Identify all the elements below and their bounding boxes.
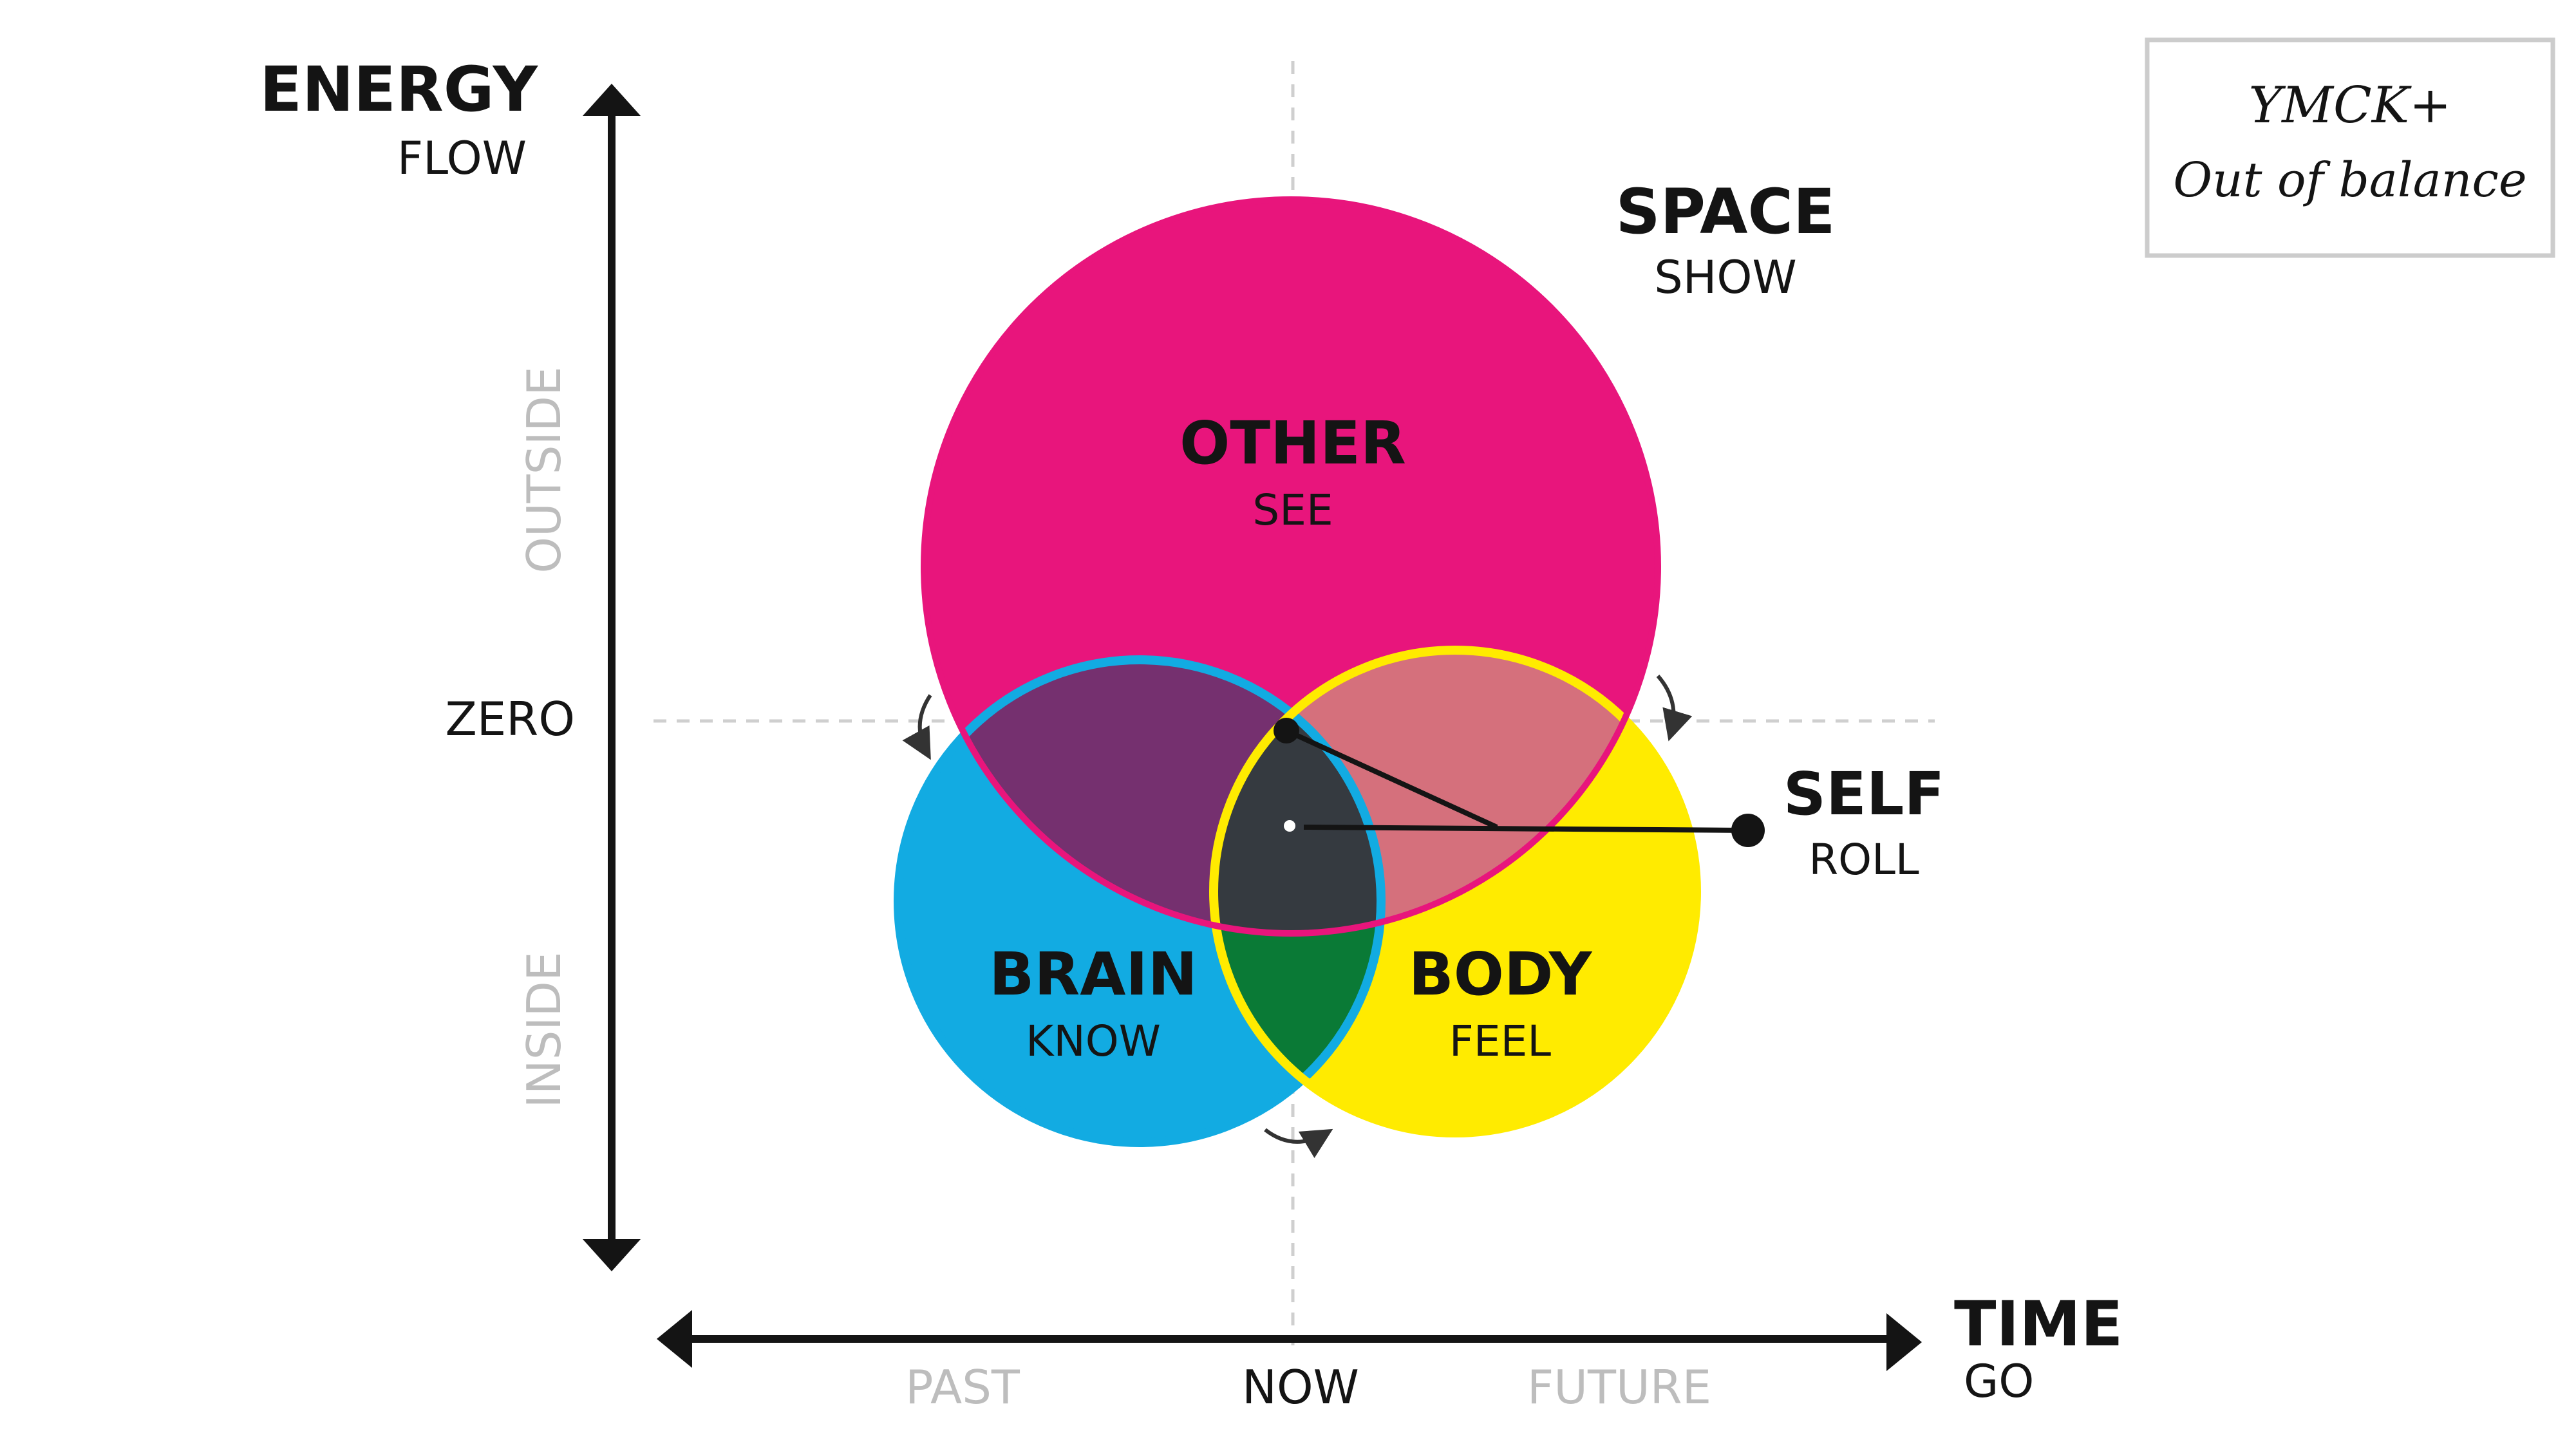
past-label: PAST	[905, 1360, 1020, 1414]
body-outline	[1209, 646, 1701, 1137]
space-subtitle: SHOW	[1654, 251, 1796, 304]
legend-box	[2145, 37, 2555, 258]
other-outline	[921, 196, 1661, 937]
legend-line-1: YMCK+	[2249, 77, 2452, 135]
self-subtitle: ROLL	[1809, 835, 1919, 884]
center-white-dot	[1284, 820, 1295, 832]
outside-label: OUTSIDE	[517, 366, 571, 573]
self-dot	[1731, 814, 1765, 847]
time-axis-arrow-right	[1886, 1313, 1922, 1371]
energy-axis-arrow-bottom	[583, 1239, 641, 1271]
self-pointer-line	[1303, 825, 1749, 833]
body-subtitle: FEEL	[1449, 1016, 1551, 1066]
top-intersection-dot	[1274, 718, 1299, 743]
rotation-arrow-right	[1656, 675, 1693, 742]
self-title: SELF	[1783, 760, 1945, 828]
future-label: FUTURE	[1527, 1360, 1711, 1414]
center-overlap	[1214, 660, 1381, 933]
brain-title: BRAIN	[989, 940, 1197, 1009]
now-label: NOW	[1242, 1360, 1359, 1414]
rotation-arrow-left	[902, 694, 932, 760]
energy-axis-arrow-top	[583, 84, 641, 116]
other-title: OTHER	[1180, 409, 1406, 478]
body-title: BODY	[1409, 940, 1593, 1009]
energy-title: ENERGY	[259, 53, 538, 126]
other-subtitle: SEE	[1252, 485, 1333, 535]
time-title: TIME	[1954, 1288, 2123, 1360]
zero-label: ZERO	[445, 692, 575, 746]
time-axis-arrow-left	[657, 1310, 692, 1368]
self-pointer-line-secondary	[1285, 728, 1498, 830]
time-subtitle: GO	[1964, 1355, 2034, 1408]
inside-label: INSIDE	[517, 952, 571, 1108]
brain-subtitle: KNOW	[1026, 1016, 1161, 1066]
brain-outline	[894, 655, 1386, 1147]
legend-line-2: Out of balance	[2173, 153, 2526, 208]
energy-subtitle: FLOW	[397, 132, 527, 185]
space-title: SPACE	[1615, 176, 1835, 248]
rotation-arrow-bottom	[1264, 1128, 1333, 1159]
